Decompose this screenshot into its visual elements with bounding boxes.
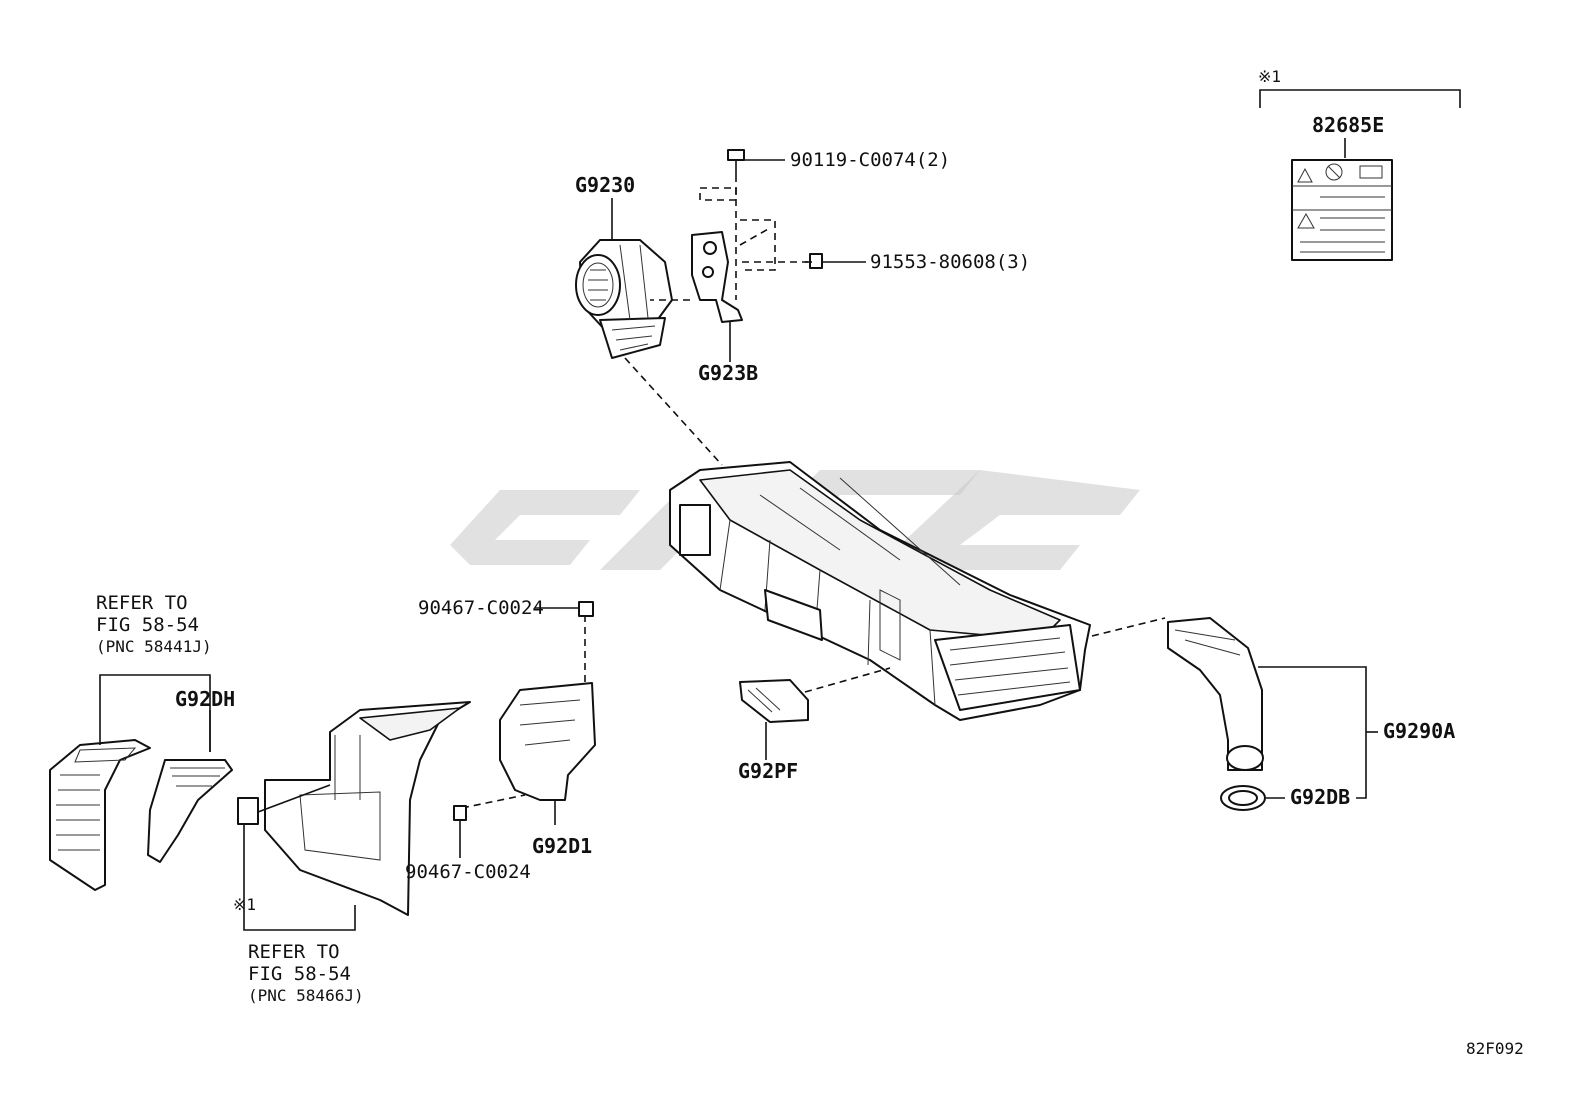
nut-90467-lower[interactable]: [453, 805, 467, 821]
label-g9230[interactable]: G9230: [575, 173, 635, 197]
label-g9290a[interactable]: G9290A: [1383, 719, 1455, 743]
warning-label-82685e[interactable]: [1291, 159, 1393, 261]
refer-bottom-line1: REFER TO: [248, 941, 340, 963]
label-82685e[interactable]: 82685E: [1312, 113, 1384, 137]
duct-g92d1[interactable]: [499, 682, 596, 801]
duct-g9290a[interactable]: [1167, 617, 1264, 771]
label-g92db[interactable]: G92DB: [1290, 785, 1350, 809]
note-marker-top: ※1: [1258, 67, 1281, 86]
bolt-91553[interactable]: [805, 253, 823, 269]
label-nut-lower[interactable]: 90467-C0024: [405, 861, 531, 883]
grille-58441j[interactable]: [49, 739, 151, 891]
bolt-90119[interactable]: [727, 149, 745, 175]
label-g923b[interactable]: G923B: [698, 361, 758, 385]
no-hand-icon: [1325, 163, 1343, 181]
label-g92pf[interactable]: G92PF: [738, 759, 798, 783]
battery-duct-assembly[interactable]: [669, 461, 1091, 721]
blower-fan-g9230[interactable]: [575, 239, 673, 359]
nut-90467-upper[interactable]: [578, 601, 594, 617]
figure-code: 82F092: [1466, 1039, 1524, 1058]
lower-duct-58466j[interactable]: [264, 701, 471, 916]
battery-icon: [1359, 165, 1383, 179]
bracket-g923b[interactable]: [691, 231, 743, 323]
refer-bottom-line3: (PNC 58466J): [248, 986, 364, 1005]
label-g92dh[interactable]: G92DH: [175, 687, 235, 711]
refer-bottom-line2: FIG 58-54: [248, 963, 351, 985]
refer-top-line3: (PNC 58441J): [96, 637, 212, 656]
label-g92d1[interactable]: G92D1: [532, 834, 592, 858]
label-nut-upper[interactable]: 90467-C0024: [418, 597, 544, 619]
gasket-g92db[interactable]: [1220, 785, 1266, 811]
cover-g92dh[interactable]: [147, 759, 233, 863]
label-sticker-small: [237, 797, 259, 825]
refer-top-line2: FIG 58-54: [96, 614, 199, 636]
refer-top-line1: REFER TO: [96, 592, 188, 614]
note-marker-bottom: ※1: [233, 895, 256, 914]
warning-triangle-icon: [1297, 167, 1313, 183]
seal-g92pf[interactable]: [739, 679, 809, 723]
label-bolt-90119[interactable]: 90119-C0074(2): [790, 149, 950, 171]
label-bolt-91553[interactable]: 91553-80608(3): [870, 251, 1030, 273]
